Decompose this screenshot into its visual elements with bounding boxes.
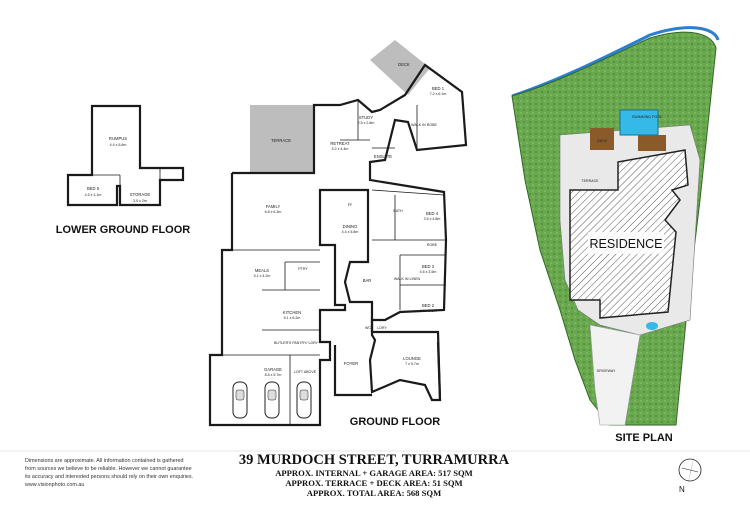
room-storage: STORAGE 3.5 x 2m (130, 192, 151, 203)
svg-text:4.6 x 3.5m: 4.6 x 3.5m (420, 270, 437, 274)
pool-shape (619, 109, 659, 136)
compass-north-label: N (679, 485, 685, 494)
svg-text:DINING: DINING (343, 224, 358, 229)
robe-label: ROBE (427, 243, 438, 247)
driveway-label: DRIVEWAY (597, 369, 616, 373)
bar-label: BAR (363, 278, 372, 283)
wc-label: WC (365, 326, 371, 330)
disclaimer-line-3: its accuracy and interested persons shou… (25, 474, 193, 480)
svg-text:FAMILY: FAMILY (266, 204, 281, 209)
room-lounge: LOUNGE 7 x 5.7m (403, 356, 421, 366)
storage-dim: 3.5 x 2m (133, 199, 147, 203)
walk-in-linen-label: WALK IN LINEN (394, 277, 421, 281)
bed5-name: BED 5 (87, 186, 100, 191)
svg-text:GARAGE: GARAGE (264, 367, 282, 372)
svg-text:5.1 x 4.2m: 5.1 x 4.2m (254, 274, 271, 278)
ensuite-label: ENSUITE (374, 154, 392, 159)
storage-name: STORAGE (130, 192, 151, 197)
terrace-name: TERRACE (271, 138, 291, 143)
deck-area (370, 40, 430, 95)
pool-label: SWIMMING POOL (632, 115, 662, 119)
site-plan: DRIVEWAY SWIMMING POOL DECK RESIDENCE TE… (511, 26, 720, 444)
title-block: 39 MURDOCH STREET, TURRAMURRA APPROX. IN… (239, 452, 510, 498)
terrace-area (250, 105, 314, 173)
svg-text:KITCHEN: KITCHEN (283, 310, 301, 315)
foyer-label: FOYER (344, 361, 358, 366)
room-bed5: BED 5 4.5 x 3.1m (85, 186, 102, 197)
svg-text:7 x 5.7m: 7 x 5.7m (405, 362, 419, 366)
room-bed1: BED 1 7.2 x 6.1m (430, 86, 447, 96)
north-compass-icon: N (678, 452, 702, 494)
terrace-deck-area: APPROX. TERRACE + DECK AREA: 51 SQM (285, 478, 462, 488)
svg-text:4.8 x 3.5m: 4.8 x 3.5m (420, 309, 437, 313)
lower-ground-floor-plan: RUMPUS 4.4 x 5.6m BED 5 4.5 x 3.1m STORA… (56, 104, 190, 236)
rumpus-dim: 4.4 x 5.6m (110, 143, 127, 147)
disclaimer-line-2: from sources we believe to be reliable. … (25, 466, 192, 472)
room-kitchen: KITCHEN 5.1 x 6.2m (283, 310, 301, 320)
site-deck-right (638, 135, 666, 151)
svg-text:4.4 x 5.8m: 4.4 x 5.8m (342, 230, 359, 234)
svg-text:2.5 x 2.8m: 2.5 x 2.8m (358, 121, 375, 125)
room-bed2: BED 2 4.8 x 3.5m (420, 303, 437, 313)
ground-floor-heading: GROUND FLOOR (350, 416, 440, 428)
svg-text:6.8 x 6.3m: 6.8 x 6.3m (265, 210, 282, 214)
loft-above-label: LOFT ABOVE (294, 370, 317, 374)
butlers-pantry-label: BUTLER'S PANTRY/ LDRY (274, 341, 319, 345)
creek-line (511, 26, 720, 98)
website-link[interactable]: www.visionphoto.com.au (24, 482, 84, 488)
room-retreat: RETREAT 5.2 x 4.4m (330, 141, 350, 151)
svg-text:LOUNGE: LOUNGE (403, 356, 421, 361)
total-area: APPROX. TOTAL AREA: 568 SQM (307, 488, 441, 498)
rumpus-name: RUMPUS (109, 136, 127, 141)
room-bed4: BED 4 3.5 x 4.8m (424, 211, 441, 221)
lower-ground-floor-heading: LOWER GROUND FLOOR (56, 224, 190, 236)
site-deck-label: DECK (597, 139, 608, 143)
garage-cars (232, 381, 312, 419)
room-garage: GARAGE 8.8 x 5.7m (264, 367, 282, 377)
svg-text:RETREAT: RETREAT (330, 141, 350, 146)
room-family: FAMILY 6.8 x 6.3m (265, 204, 282, 214)
driveway-area (589, 324, 641, 426)
svg-text:3.5 x 4.8m: 3.5 x 4.8m (424, 217, 441, 221)
residence-label: RESIDENCE (590, 237, 663, 251)
pantry-label: PTRY (298, 267, 308, 271)
ground-floor-plan: TERRACE DECK (208, 40, 468, 428)
room-dining: DINING 4.4 x 5.8m (342, 224, 359, 234)
svg-text:BED 4: BED 4 (426, 211, 439, 216)
svg-text:5.1 x 6.2m: 5.1 x 6.2m (284, 316, 301, 320)
svg-text:BED 2: BED 2 (422, 303, 435, 308)
pond-shape (646, 322, 658, 330)
room-bed3: BED 3 4.6 x 3.5m (420, 264, 437, 274)
svg-text:7.2 x 6.1m: 7.2 x 6.1m (430, 92, 447, 96)
site-deck-left (590, 128, 614, 150)
deck-name: DECK (398, 62, 410, 67)
site-terrace-label: TERRACE (581, 179, 599, 183)
internal-area: APPROX. INTERNAL + GARAGE AREA: 517 SQM (275, 468, 473, 478)
walk-in-robe-label: WALK IN ROBE (411, 123, 437, 127)
svg-text:5.2 x 4.4m: 5.2 x 4.4m (332, 147, 349, 151)
property-address: 39 MURDOCH STREET, TURRAMURRA (239, 452, 510, 468)
ff-label: FF (348, 203, 353, 207)
disclaimer-line-1: Dimensions are approximate. All informat… (25, 458, 184, 464)
room-rumpus: RUMPUS 4.4 x 5.6m (109, 136, 127, 147)
svg-text:MEALS: MEALS (255, 268, 269, 273)
svg-text:BED 1: BED 1 (432, 86, 445, 91)
svg-text:STUDY: STUDY (359, 115, 373, 120)
disclaimer-block: Dimensions are approximate. All informat… (24, 458, 193, 488)
svg-text:BED 3: BED 3 (422, 264, 435, 269)
laundry-label: LDRY (377, 326, 387, 330)
svg-text:8.8 x 5.7m: 8.8 x 5.7m (265, 373, 282, 377)
room-meals: MEALS 5.1 x 4.2m (254, 268, 271, 278)
bed5-dim: 4.5 x 3.1m (85, 193, 102, 197)
site-plan-heading: SITE PLAN (615, 432, 673, 444)
room-study: STUDY 2.5 x 2.8m (358, 115, 375, 125)
bath-label: BATH (393, 209, 403, 213)
residence-label-bg (588, 232, 664, 254)
